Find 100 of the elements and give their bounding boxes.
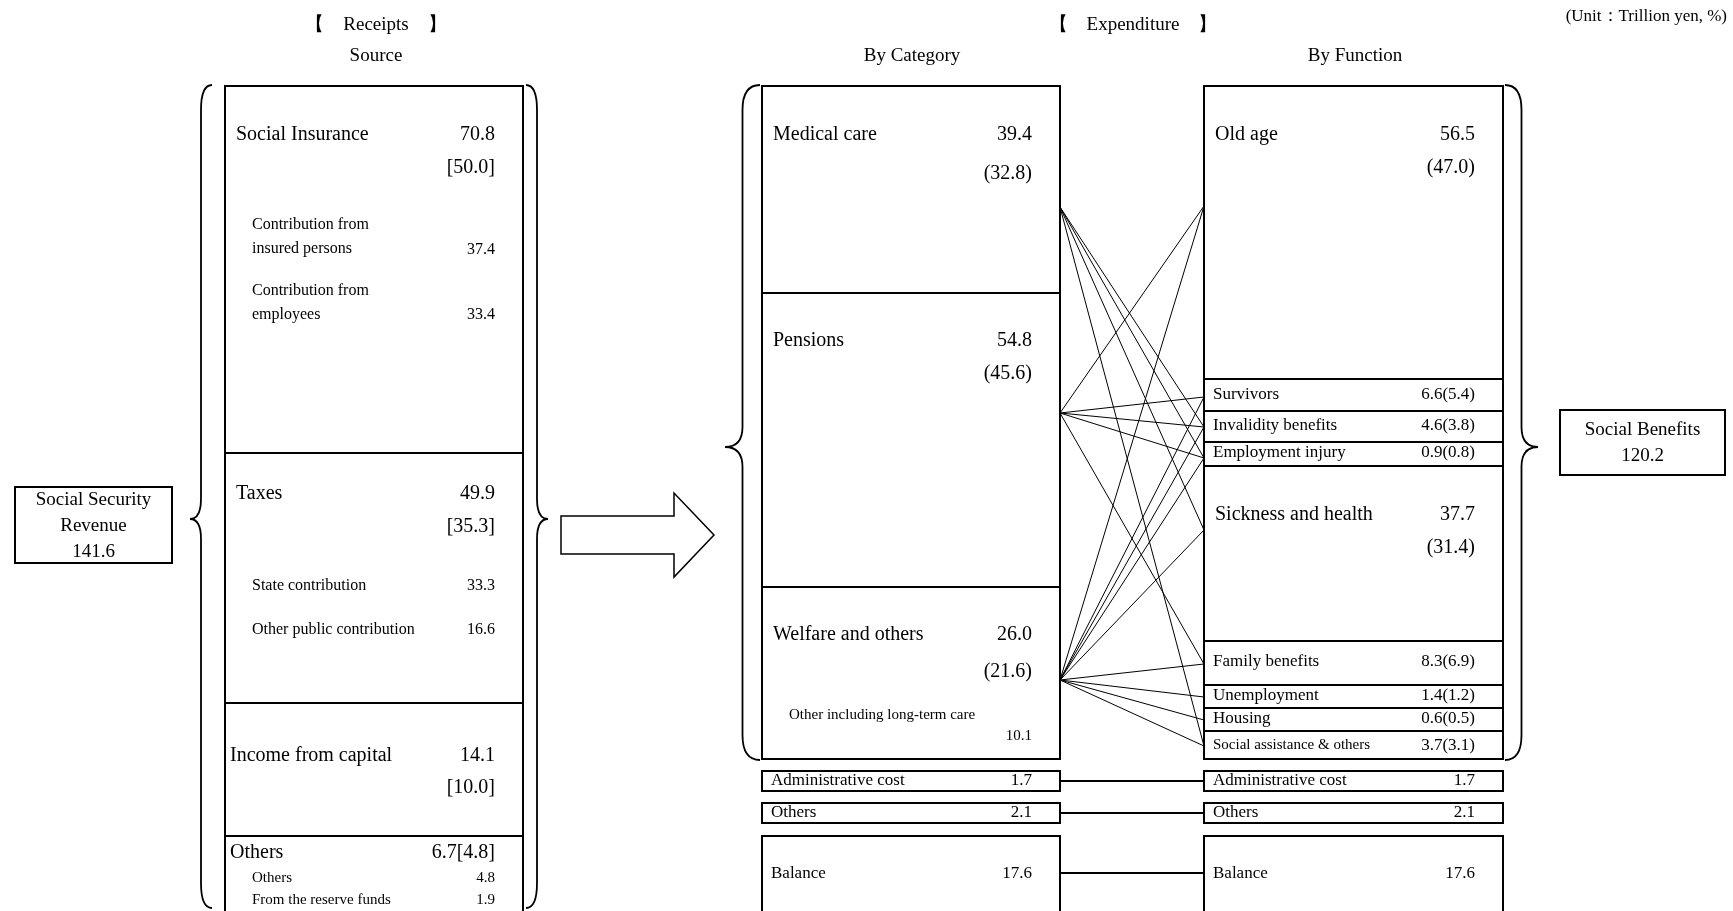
function-box bbox=[1203, 835, 1504, 911]
share: (31.4) bbox=[1426, 534, 1475, 559]
share: (47.0) bbox=[1426, 154, 1475, 179]
item-label: Pensions bbox=[773, 327, 845, 352]
amount: 2.1 bbox=[1010, 800, 1032, 823]
column-heading: Source bbox=[349, 42, 403, 67]
sub-item-label: From the reserve funds bbox=[252, 890, 391, 910]
function-box bbox=[1203, 770, 1504, 792]
source-box bbox=[224, 85, 524, 454]
item-label: Survivors bbox=[1213, 382, 1280, 405]
item-label: Others bbox=[771, 800, 817, 823]
item-label: Medical care bbox=[773, 121, 877, 146]
function-box bbox=[1203, 640, 1504, 686]
item-label: Sickness and health bbox=[1215, 501, 1373, 526]
section-heading: 【 Receipts 】 bbox=[305, 11, 447, 36]
function-box bbox=[1203, 730, 1504, 760]
connector-line bbox=[1059, 872, 1205, 874]
category-box bbox=[761, 802, 1061, 824]
amount: 1.4(1.2) bbox=[1421, 683, 1475, 706]
item-label: Social Insurance bbox=[236, 121, 369, 146]
item-label: Housing bbox=[1213, 706, 1271, 729]
function-box bbox=[1203, 707, 1504, 732]
item-label: Welfare and others bbox=[773, 621, 924, 646]
amount: 120.2 bbox=[1620, 442, 1665, 467]
amount: 17.6 bbox=[1002, 861, 1032, 884]
function-box bbox=[1203, 441, 1504, 467]
column-heading: By Function bbox=[1307, 42, 1403, 67]
share: [50.0] bbox=[446, 154, 495, 179]
amount: 6.6(5.4) bbox=[1421, 382, 1475, 405]
sub-item-label: Contribution from employees bbox=[252, 280, 370, 325]
amount: 33.3 bbox=[467, 574, 495, 595]
function-box bbox=[1203, 684, 1504, 709]
amount: 0.9(0.8) bbox=[1421, 440, 1475, 463]
amount: 37.4 bbox=[467, 238, 495, 259]
connector-line bbox=[1059, 412, 1205, 428]
sub-item-label: Contribution from insured persons bbox=[252, 214, 370, 259]
item-label: Administrative cost bbox=[771, 768, 905, 791]
amount: 37.7 bbox=[1440, 501, 1475, 526]
item-label: Taxes bbox=[236, 480, 283, 505]
amount: 39.4 bbox=[997, 121, 1032, 146]
item-label: Old age bbox=[1215, 121, 1278, 146]
function-box bbox=[1203, 802, 1504, 824]
amount: 1.7 bbox=[1010, 768, 1032, 791]
connector-line bbox=[1059, 412, 1205, 459]
connector-line bbox=[1059, 679, 1205, 747]
function-box bbox=[1203, 410, 1504, 443]
sub-item-label: Others bbox=[252, 868, 292, 888]
item-label: Balance bbox=[1213, 861, 1268, 884]
category-box bbox=[761, 770, 1061, 792]
source-box bbox=[224, 835, 524, 911]
connector-line bbox=[1059, 663, 1205, 681]
amount: 4.8 bbox=[476, 868, 495, 888]
item-label: Invalidity benefits bbox=[1213, 413, 1338, 436]
connector-line bbox=[1059, 780, 1205, 782]
amount: 54.8 bbox=[997, 327, 1032, 352]
amount: 2.1 bbox=[1453, 800, 1475, 823]
share: [35.3] bbox=[446, 513, 495, 538]
item-label: Employment injury bbox=[1213, 440, 1346, 463]
item-label: Unemployment bbox=[1213, 683, 1319, 706]
amount: 8.3(6.9) bbox=[1421, 649, 1475, 672]
category-box bbox=[761, 586, 1061, 760]
amount: 14.1 bbox=[460, 742, 495, 767]
item-label: Family benefits bbox=[1213, 649, 1320, 672]
amount: 3.7(3.1) bbox=[1421, 733, 1475, 756]
amount: 56.5 bbox=[1440, 121, 1475, 146]
category-box bbox=[761, 292, 1061, 588]
box-title: Social Security Revenue bbox=[34, 486, 153, 538]
amount: 26.0 bbox=[997, 621, 1032, 646]
share: (21.6) bbox=[983, 658, 1032, 683]
amount: 17.6 bbox=[1445, 861, 1475, 884]
sub-item-label: State contribution bbox=[252, 574, 367, 595]
function-box bbox=[1203, 85, 1504, 380]
amount: 33.4 bbox=[467, 303, 495, 324]
share: [10.0] bbox=[446, 774, 495, 799]
amount: 1.9 bbox=[476, 890, 495, 910]
block-arrow bbox=[560, 491, 716, 579]
share: (32.8) bbox=[983, 160, 1032, 185]
amount: 49.9 bbox=[460, 480, 495, 505]
connector-line bbox=[1059, 812, 1205, 814]
amount: 0.6(0.5) bbox=[1421, 706, 1475, 729]
unit-note: (Unit：Trillion yen, %) bbox=[1565, 4, 1727, 27]
category-box bbox=[761, 835, 1061, 911]
total-box bbox=[14, 486, 173, 564]
amount: 16.6 bbox=[467, 618, 495, 639]
box-title: Social Benefits bbox=[1583, 416, 1702, 441]
amount: 10.1 bbox=[1005, 726, 1032, 746]
amount: 70.8 bbox=[460, 121, 495, 146]
item-label: Others bbox=[1213, 800, 1259, 823]
source-box bbox=[224, 452, 524, 704]
amount: 4.6(3.8) bbox=[1421, 413, 1475, 436]
amount: 141.6 bbox=[71, 538, 116, 563]
sub-item-label: Other including long-term care bbox=[789, 705, 976, 725]
connector-line bbox=[1059, 396, 1205, 414]
category-box bbox=[761, 85, 1061, 294]
connector-line bbox=[1059, 529, 1205, 681]
column-heading: By Category bbox=[863, 42, 961, 67]
sub-item-label: Other public contribution bbox=[252, 618, 415, 640]
function-box bbox=[1203, 378, 1504, 412]
function-box bbox=[1203, 465, 1504, 642]
share: (45.6) bbox=[983, 360, 1032, 385]
